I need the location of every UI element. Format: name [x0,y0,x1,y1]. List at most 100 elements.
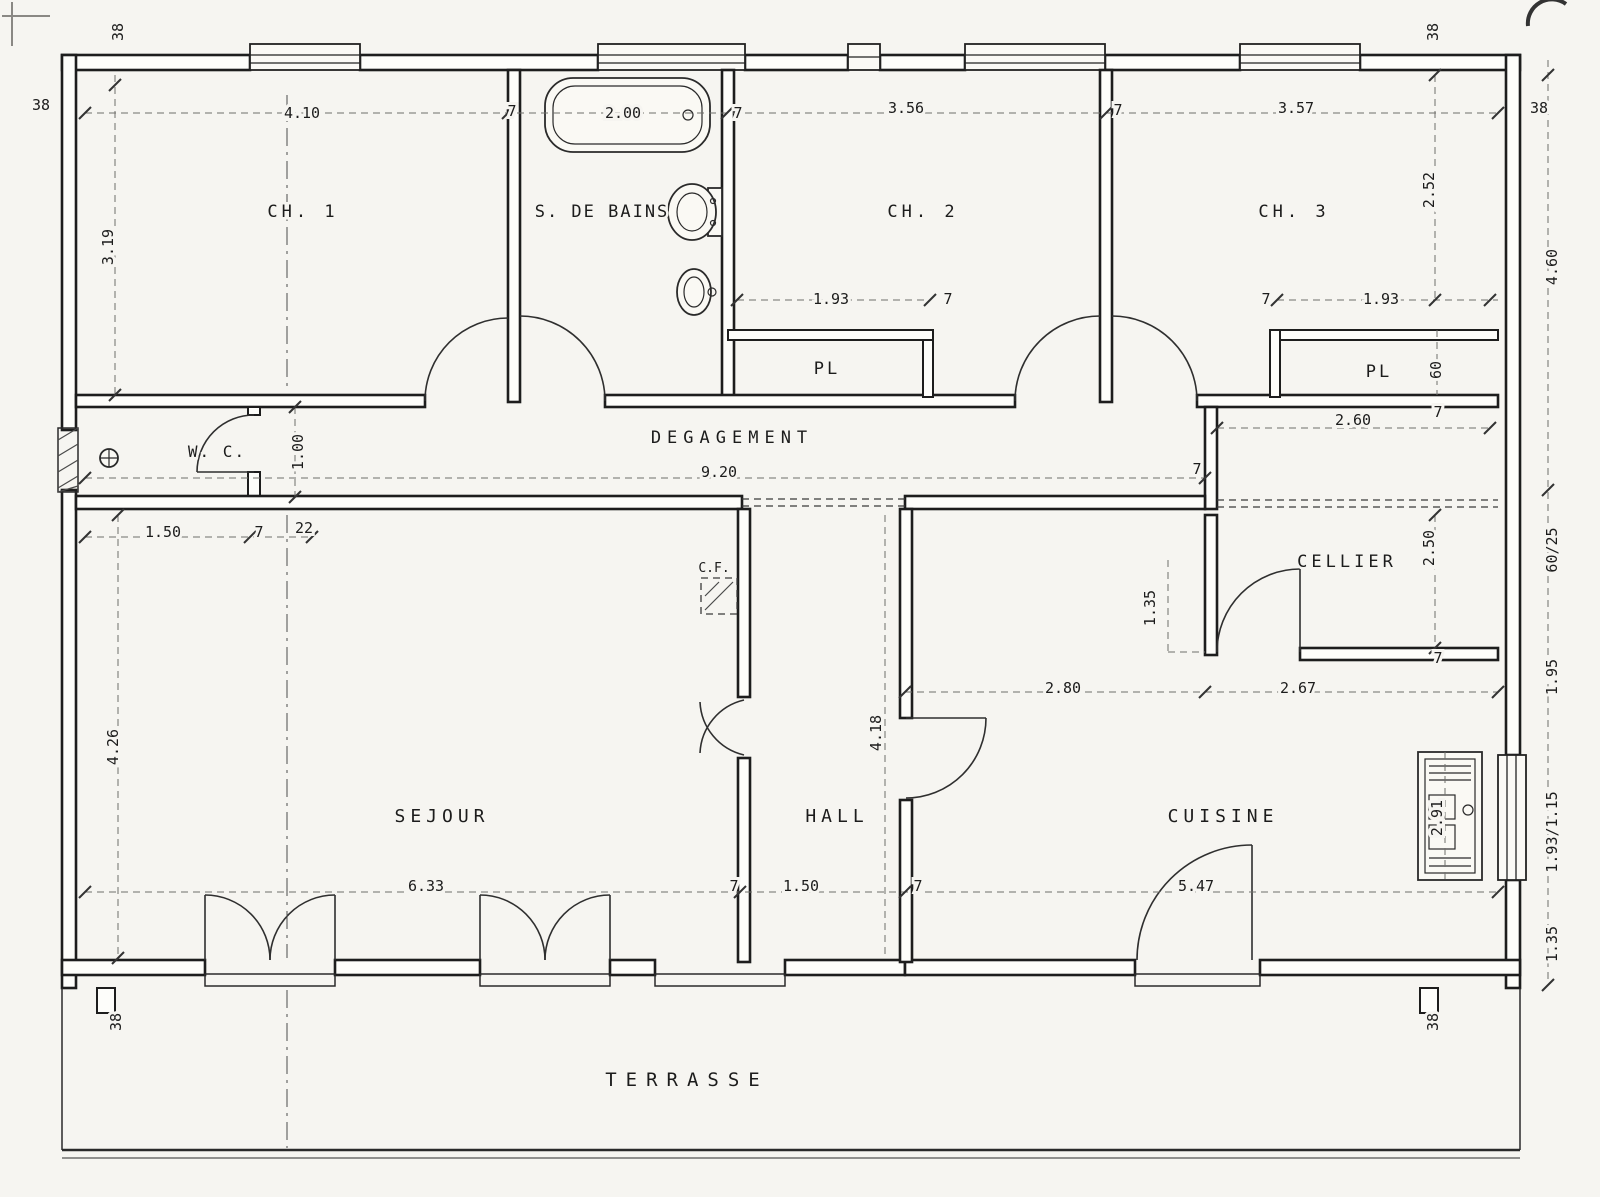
dimension-ticks [78,68,1555,992]
edge-dim-label: 1.35 [1543,926,1561,962]
door-ch1 [424,317,509,402]
edge-dim-label: 1.95 [1543,659,1561,695]
dim-label-corridor-length: 9.20 [701,463,737,481]
exterior-walls [60,53,1522,1014]
dim-label-ch1-depth: 3.19 [99,229,117,265]
dim-label-wall22: 22 [295,519,313,537]
dim-label-wall38: 38 [32,96,50,114]
wall-sejour-hall [736,756,752,964]
wall-ch1-bains [506,68,522,404]
entry-door-hatch [57,427,79,493]
terrace-column [1419,987,1439,1014]
dim-label-wall7: 7 [943,290,952,308]
wall-segment [333,958,482,977]
door-bains [519,315,606,402]
dim-label-hall-width: 1.50 [783,877,819,895]
flue-cf [700,577,738,615]
dim-label-wall7: 7 [733,104,742,122]
corridor-wall [603,393,1017,409]
wall-segment [60,53,78,432]
dim-label-wall7: 7 [729,877,738,895]
room-label-cuisine: CUISINE [1168,806,1279,827]
terrace-column [96,987,116,1014]
door-cellier [1216,568,1301,653]
edge-dim-label: 1.93/1.15 [1543,791,1561,872]
french-door-sejour-2 [479,894,611,961]
wc-wall [247,406,261,416]
dim-label-corridor-right: 2.60 [1335,411,1371,429]
wall-segment [608,958,657,977]
closet-wall-ch3 [1279,329,1499,341]
dimension-lines [85,60,1549,985]
dim-label-ch2-width: 3.56 [888,99,924,117]
room-label-cf: C.F. [698,561,729,576]
wall-segment [1358,53,1522,72]
dim-label-wall38: 38 [1424,1013,1442,1031]
dim-label-wall7: 7 [507,102,516,120]
wall-segment [903,958,1137,977]
labels: CH. 1 S. DE BAINS CH. 2 CH. 3 PL PL DEGA… [29,20,1564,1094]
door-sejour-hall [699,699,745,756]
door-hall-cuisine [905,717,987,799]
room-label-ch3: CH. 3 [1258,202,1329,222]
wall-segment [60,488,78,990]
door-ch2 [1014,315,1101,402]
wall-segment [60,958,207,977]
dim-label-cuisine-top: 2.80 [1045,679,1081,697]
window-ch1 [249,43,361,71]
door-sills [204,973,1261,987]
wall-segment [783,958,907,977]
room-label-pl-ch3: PL [1366,362,1392,382]
doors [57,315,1301,987]
edge-dim-label: 4.60 [1543,249,1561,285]
wall-segment [743,53,850,72]
dim-label-wall7: 7 [1113,101,1122,119]
wall-segment [1504,53,1522,757]
dim-label-pl-ch3: 1.93 [1363,290,1399,308]
room-label-hall: HALL [805,806,868,827]
window-bains [597,43,746,71]
dim-label-sejour-width: 6.33 [408,877,444,895]
dim-label-wall7: 7 [913,877,922,895]
wall-hall-cuisine [898,798,914,964]
wc-wall [247,471,261,498]
door-wc [196,414,255,473]
room-label-pl-ch2: PL [814,359,840,379]
dim-label-wall38: 38 [107,1013,125,1031]
terrace-outline [61,988,1521,1159]
dim-label-sejour-depth: 4.26 [104,729,122,765]
dim-label-cuisine-width: 5.47 [1178,877,1214,895]
door-cuisine-terrace [1136,844,1253,961]
edge-dim-label: 60/25 [1543,527,1561,572]
wall-segment [1258,958,1522,977]
corridor-wall [74,393,427,409]
dim-label-ch3-width: 3.57 [1278,99,1314,117]
fixtures [99,77,1483,881]
corridor-end-wall [1203,405,1219,511]
dim-label-wall7: 7 [254,523,263,541]
dim-label-ch3-depth: 2.52 [1420,172,1438,208]
dim-label-pl-depth: 60 [1427,361,1445,379]
scan-corner-marks [2,0,1568,46]
dim-label-wall7: 7 [1433,403,1442,421]
dim-label-sejour-top: 1.50 [145,523,181,541]
room-label-bains: S. DE BAINS [535,202,670,222]
wall-ch2-ch3 [1098,68,1114,404]
dim-label-wall7: 7 [1192,460,1201,478]
windows [249,43,1527,881]
closet-wall-ch2 [922,339,934,398]
room-label-sejour: SEJOUR [394,806,489,827]
wc-toilet [99,448,119,468]
bathroom-sink [667,183,723,241]
wall-segment [358,53,600,72]
dim-label-corridor-width: 1.00 [289,434,307,470]
window-ch3 [1239,43,1361,71]
wall-openings-dashed [742,498,1498,508]
room-label-cellier: CELLIER [1297,552,1397,572]
dim-label-ch1-width: 4.10 [284,104,320,122]
dim-label-wall38: 38 [1530,99,1548,117]
room-label-wc: W. C. [188,442,246,461]
wall-cellier-left [1203,513,1219,657]
